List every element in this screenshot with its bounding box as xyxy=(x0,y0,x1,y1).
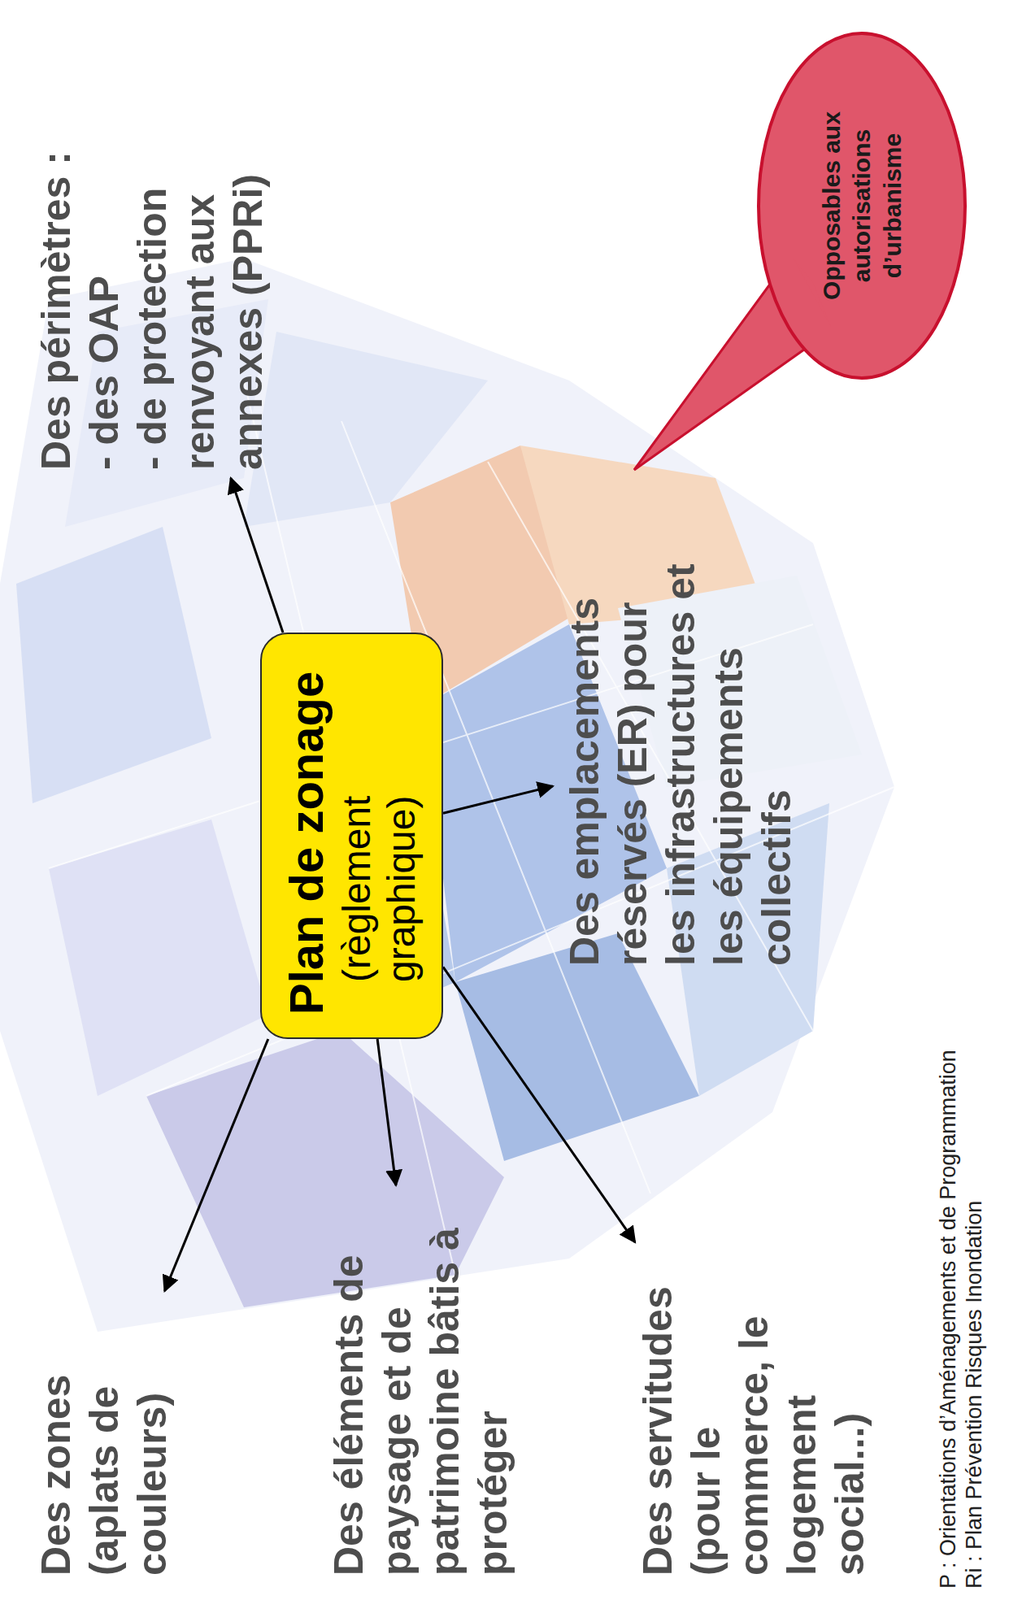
footnote-text: Ri : Plan Prévention Risques Inondation xyxy=(961,1049,988,1589)
callout-ellipse: Opposables aux autorisations d’urbanisme xyxy=(756,30,968,381)
node-text: Opposables aux autorisations d’urbanisme xyxy=(816,79,909,332)
zone-label: Des zones (aplats de couleurs) xyxy=(32,1299,177,1576)
node-subtext: - de protection renvoyant aux annexes (P… xyxy=(128,22,273,470)
node-text: Des emplacements réservés (ER) pour les … xyxy=(561,543,801,966)
node-text: Des servitudes (pour le commerce, le log… xyxy=(634,1250,875,1576)
node-subtext: - des OAP xyxy=(80,22,129,470)
reserved-site-label: Des emplacements réservés (ER) pour les … xyxy=(561,543,801,966)
arrow-connector xyxy=(377,1039,396,1186)
easement-label: Des servitudes (pour le commerce, le log… xyxy=(634,1250,875,1576)
node-text: Plan de zonage xyxy=(279,656,335,1015)
ellipse-shape xyxy=(758,33,966,379)
footnote: P : Orientations d’Aménagements et de Pr… xyxy=(935,1049,988,1589)
node-text: Des périmètres : xyxy=(32,22,81,470)
zoning-plan-box: Plan de zonage(règlement graphique) xyxy=(260,632,444,1040)
arrow-connector xyxy=(443,966,635,1243)
heritage-label: Des éléments de paysage et de patrimoine… xyxy=(325,1193,518,1576)
node-subtext: (règlement graphique) xyxy=(334,656,424,1015)
arrow-connector xyxy=(164,1039,268,1292)
node-text: Des zones (aplats de couleurs) xyxy=(32,1299,177,1576)
footnote-text: P : Orientations d’Aménagements et de Pr… xyxy=(935,1049,962,1589)
arrow-connector xyxy=(443,786,553,814)
arrow-connector xyxy=(230,478,283,633)
node-text: Des éléments de paysage et de patrimoine… xyxy=(325,1193,518,1576)
perimeter-label: Des périmètres :- des OAP- de protection… xyxy=(32,22,273,470)
